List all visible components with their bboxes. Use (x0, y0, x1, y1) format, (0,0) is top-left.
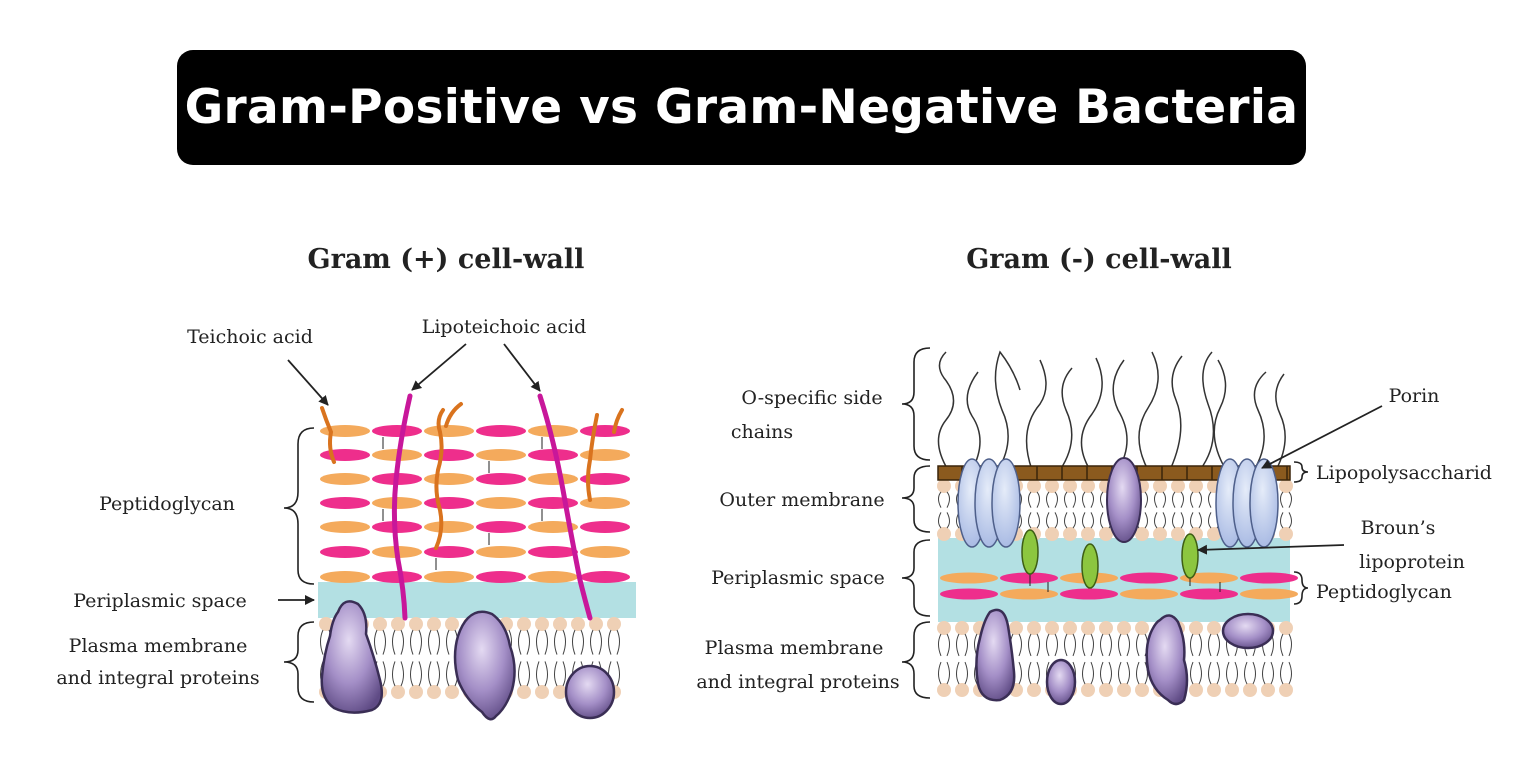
porin-label: Porin (1389, 385, 1440, 407)
gp-plasma-membrane-label-2: and integral proteins (56, 667, 259, 689)
o-specific-side-chains (937, 350, 1286, 471)
outer-membrane-protein (1106, 457, 1142, 543)
gp-integral-protein-3 (564, 664, 616, 720)
gp-periplasmic-space-label: Periplasmic space (73, 590, 247, 612)
gp-peptidoglycan-layers (320, 425, 630, 583)
lps-bracket (1293, 461, 1309, 483)
teichoic-acid-label: Teichoic acid (187, 326, 313, 348)
gp-lipoteichoic-acid-chains (391, 393, 593, 621)
gram-negative-wall: O-specific side chains Outer membrane Pe… (696, 347, 1492, 706)
gn-plasma-membrane-label-1: Plasma membrane (705, 637, 884, 659)
outer-membrane-bracket (901, 465, 931, 533)
gram-positive-wall: Teichoic acid Lipoteichoic acid Peptidog… (56, 316, 636, 721)
gn-peptidoglycan-bracket (1293, 571, 1309, 605)
gp-teichoic-acid-chains (320, 402, 624, 550)
gn-integral-protein-3 (1145, 614, 1189, 706)
lipopolysaccharide-label: Lipopolysaccharid (1316, 462, 1492, 484)
lipoteichoic-arrow-2 (503, 343, 541, 392)
lipoteichoic-arrow-1 (411, 343, 467, 391)
o-chain-bracket (901, 347, 931, 461)
title-banner: Gram-Positive vs Gram-Negative Bacteria (177, 50, 1306, 165)
gp-membrane-bracket (283, 621, 315, 703)
gn-periplasmic-space-label: Periplasmic space (711, 567, 885, 589)
lipoteichoic-acid-label: Lipoteichoic acid (422, 316, 587, 338)
outer-membrane-label: Outer membrane (719, 489, 884, 511)
gp-peptidoglycan-bracket (283, 427, 315, 585)
brauns-lipoproteins (1021, 529, 1199, 589)
gn-periplasm-bracket (901, 539, 931, 617)
teichoic-acid-arrow (287, 359, 329, 406)
o-specific-label-1: O-specific side (741, 387, 882, 409)
gn-membrane-bracket (901, 621, 931, 699)
gp-plasma-membrane-label-1: Plasma membrane (69, 635, 248, 657)
gn-integral-protein-2 (1045, 658, 1077, 706)
o-specific-label-2: chains (731, 421, 793, 443)
gp-integral-protein-2 (453, 610, 516, 721)
gn-peptidoglycan-label: Peptidoglycan (1316, 581, 1452, 603)
gram-negative-heading: Gram (-) cell-wall (966, 244, 1232, 275)
brauns-arrow (1197, 544, 1345, 555)
porin-arrow (1261, 405, 1383, 469)
gp-peptidoglycan-label: Peptidoglycan (99, 493, 235, 515)
gram-positive-heading: Gram (+) cell-wall (308, 244, 585, 275)
porin-right (1215, 458, 1279, 548)
porin-left (957, 458, 1021, 548)
gn-integral-protein-4 (1221, 612, 1275, 650)
gp-integral-protein-1 (320, 600, 383, 714)
page-title: Gram-Positive vs Gram-Negative Bacteria (184, 80, 1299, 135)
gn-integral-protein-1 (975, 608, 1016, 702)
brauns-label-1: Broun’s (1361, 517, 1436, 539)
gn-plasma-membrane-label-2: and integral proteins (696, 671, 899, 693)
brauns-label-2: lipoprotein (1359, 551, 1465, 573)
gn-peptidoglycan-layers (940, 572, 1298, 600)
